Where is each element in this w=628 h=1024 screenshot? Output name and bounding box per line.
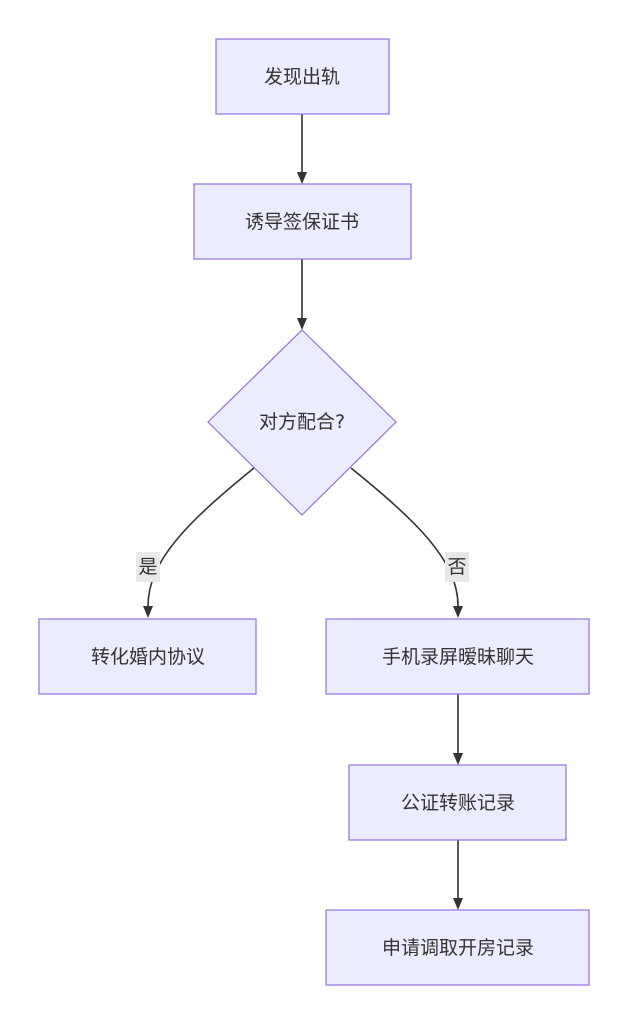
node-apply-label: 申请调取开房记录 — [382, 937, 534, 959]
node-discover-label: 发现出轨 — [264, 66, 340, 88]
arrow-head-icon — [297, 318, 307, 330]
edge-label-yes: 是 — [138, 556, 157, 578]
node-notary-box — [348, 764, 567, 841]
node-induce-box — [193, 183, 412, 260]
arrow-head-icon — [143, 606, 153, 618]
arrow-head-icon — [297, 172, 307, 184]
node-notary-label: 公证转账记录 — [401, 792, 515, 814]
node-discover: 发现出轨 — [215, 38, 390, 115]
node-induce: 诱导签保证书 — [193, 183, 412, 260]
node-record-label: 手机录屏暧昧聊天 — [382, 646, 534, 668]
edge-label-yes-bg — [136, 552, 160, 582]
node-record: 手机录屏暧昧聊天 — [325, 618, 590, 695]
node-decision-diamond — [207, 329, 397, 516]
edge-decision-to-record — [350, 467, 459, 607]
node-induce-label: 诱导签保证书 — [245, 211, 359, 233]
node-convert-label: 转化婚内协议 — [91, 646, 205, 668]
node-notary: 公证转账记录 — [348, 764, 567, 841]
node-convert: 转化婚内协议 — [38, 618, 257, 695]
node-decision: 对方配合? — [207, 329, 397, 516]
edge-decision-to-convert — [147, 467, 255, 607]
edge-label-no: 否 — [447, 556, 466, 578]
edges — [143, 114, 463, 910]
edge-labels: 是 否 — [136, 552, 469, 582]
node-apply: 申请调取开房记录 — [325, 909, 590, 986]
node-record-box — [325, 618, 590, 695]
nodes: 发现出轨 诱导签保证书 对方配合? 转化婚内协议 手机录屏暧昧聊天 公证转账记录… — [38, 38, 590, 986]
node-discover-box — [215, 38, 390, 115]
node-decision-label: 对方配合? — [259, 411, 345, 433]
arrow-head-icon — [453, 753, 463, 765]
arrow-head-icon — [453, 606, 463, 618]
node-convert-box — [38, 618, 257, 695]
edge-label-no-bg — [445, 552, 469, 582]
node-apply-box — [325, 909, 590, 986]
arrow-head-icon — [453, 898, 463, 910]
